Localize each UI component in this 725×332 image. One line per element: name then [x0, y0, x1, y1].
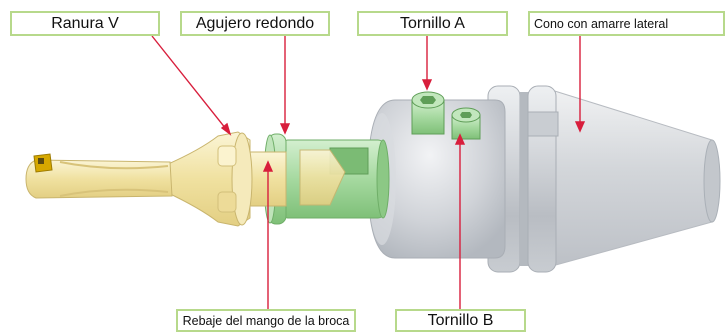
screw-icon [411, 91, 445, 135]
collet-icon [165, 131, 253, 227]
label-agujero-redondo: Agujero redondo [180, 11, 330, 36]
drill-icon [25, 153, 173, 199]
label-tornillo-b: Tornillo B [395, 309, 526, 332]
label-rebaje-mango: Rebaje del mango de la broca [176, 309, 356, 332]
label-ranura-v: Ranura V [10, 11, 160, 36]
label-tornillo-a: Tornillo A [357, 11, 508, 36]
cone-shank-icon [544, 87, 721, 269]
label-cono-amarre-lateral: Cono con amarre lateral [528, 11, 725, 36]
screw-icon [451, 107, 481, 140]
leader-lines [151, 35, 586, 310]
